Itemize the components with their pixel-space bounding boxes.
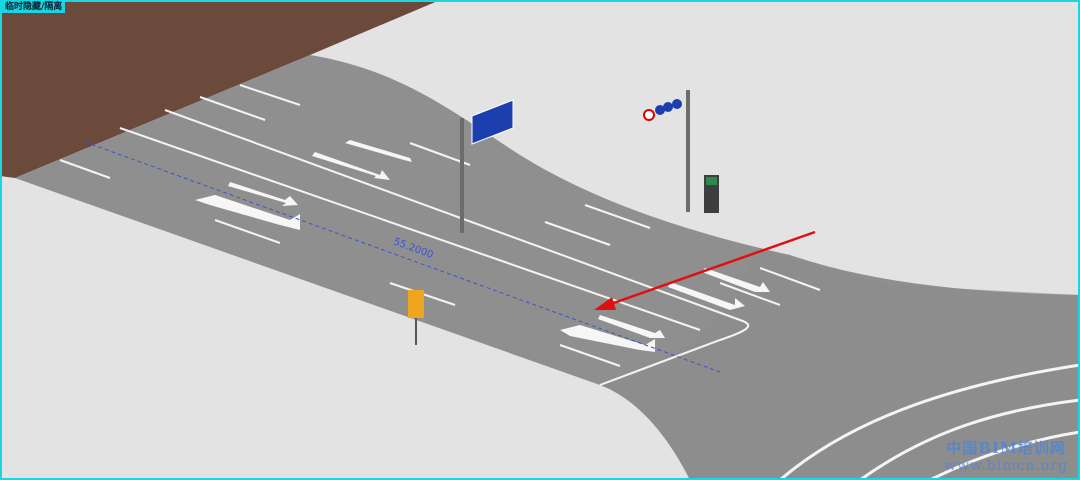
guide-sign-pole <box>460 99 514 233</box>
warning-sign-post <box>408 290 424 345</box>
traffic-sign-pole <box>643 90 719 213</box>
watermark-line2: www.bimcn.org <box>944 458 1068 474</box>
intersection-surface <box>600 250 1080 480</box>
annotation-red-arrow <box>594 230 816 310</box>
watermark-line1: 中国BIM培训网 <box>946 439 1066 457</box>
temporary-hide-isolate-label[interactable]: 临时隐藏/隔离 <box>2 1 66 13</box>
lane-arrows <box>195 140 770 352</box>
dimension-line <box>84 141 721 373</box>
terrain-soil <box>0 0 440 178</box>
watermark: 中国BIM培训网 www.bimcn.org <box>944 437 1068 474</box>
